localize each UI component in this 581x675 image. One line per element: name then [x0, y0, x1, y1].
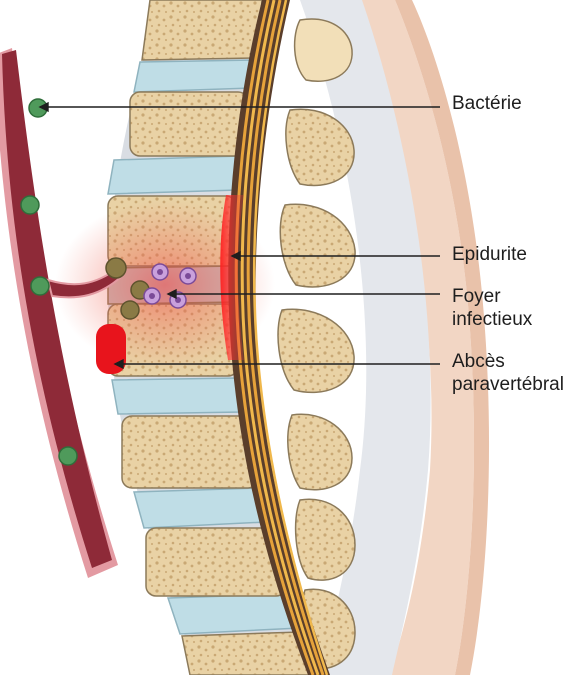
bacterium-icon: [106, 258, 126, 278]
bacterium-icon: [31, 277, 49, 295]
label-bacterie: Bactérie: [452, 92, 522, 115]
bacterium-icon: [59, 447, 77, 465]
label-epidurite: Epidurite: [452, 243, 527, 266]
label-foyer-infectieux: Foyer infectieux: [452, 285, 532, 331]
bacterium-icon: [121, 301, 139, 319]
label-abces-paravertebral: Abcès paravertébral: [452, 350, 564, 396]
bacterium-icon: [21, 196, 39, 214]
